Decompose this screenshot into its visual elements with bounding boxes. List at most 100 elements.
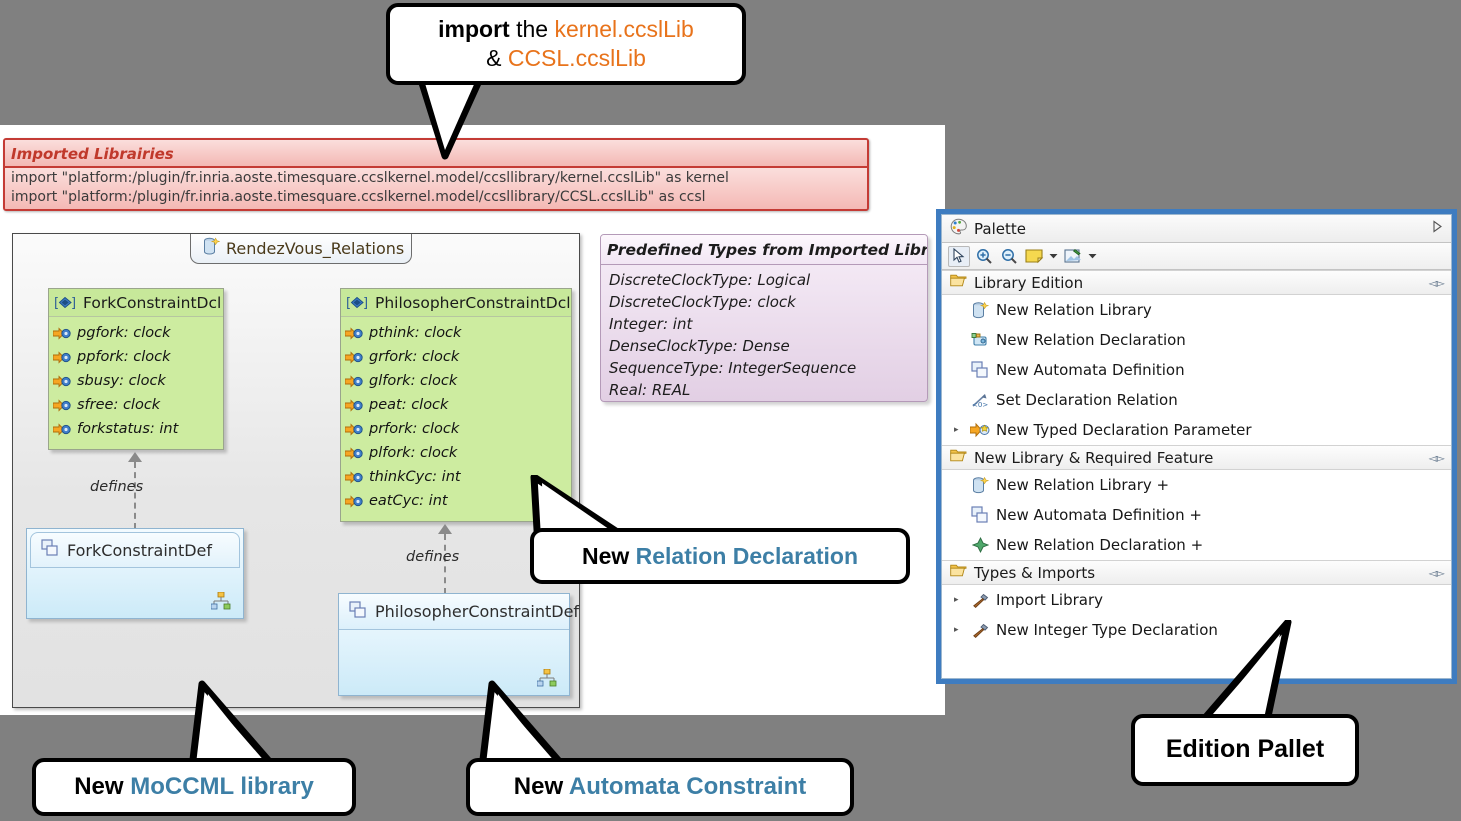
callout-import-part2: the <box>509 16 555 43</box>
automata-definition-icon <box>970 361 990 379</box>
automata-states-icon <box>536 668 557 687</box>
palette-icon <box>950 218 967 240</box>
predefined-type-row: DiscreteClockType: clock <box>609 293 796 311</box>
callout-moccml-library: New MoCCML library <box>32 758 356 816</box>
uml-attribute: prfork: clock <box>344 417 571 441</box>
diagram-tab-rendezvous-relations[interactable]: RendezVous_Relations <box>190 234 412 264</box>
set-declaration-relation-icon: <0> <box>970 391 990 409</box>
typed-parameter-icon <box>344 350 363 364</box>
palette-item-label: Import Library <box>996 591 1103 609</box>
palette-item-new-automata-definition[interactable]: New Automata Definition <box>942 355 1451 385</box>
expand-arrow-icon[interactable]: ▸ <box>954 625 959 635</box>
uml-class-fork-constraint-def[interactable]: ForkConstraintDef <box>26 528 244 619</box>
predefined-types-list: DiscreteClockType: Logical DiscreteClock… <box>601 265 927 401</box>
uml-class-name: PhilosopherConstraintDef <box>375 602 580 621</box>
uml-attribute-label: ppfork: clock <box>77 349 171 365</box>
palette-item-set-declaration-relation[interactable]: <0> Set Declaration Relation <box>942 385 1451 415</box>
folder-open-icon <box>950 563 967 582</box>
uml-attribute-label: sfree: clock <box>77 397 161 413</box>
chevron-down-icon[interactable] <box>1087 246 1098 266</box>
note-icon[interactable] <box>1023 246 1045 267</box>
folder-open-icon <box>950 273 967 292</box>
uml-attribute: peat: clock <box>344 393 571 417</box>
green-diamond-icon <box>970 536 990 554</box>
hammer-icon <box>970 621 990 639</box>
expand-arrow-icon[interactable]: ▸ <box>954 425 959 435</box>
note-pin-icon[interactable] <box>1062 246 1084 267</box>
uml-attribute: grfork: clock <box>344 345 571 369</box>
collapse-icon[interactable]: ◅▻ <box>1428 275 1446 290</box>
uml-attribute: glfork: clock <box>344 369 571 393</box>
uml-class-name: PhilosopherConstraintDcl <box>375 293 571 312</box>
palette-item-new-automata-definition-plus[interactable]: New Automata Definition + <box>942 500 1451 530</box>
palette-section-items: New Relation Library New Relation Declar… <box>942 295 1451 445</box>
predefined-type-row: DenseClockType: Dense <box>609 337 790 355</box>
uml-class-philosopher-constraint-def[interactable]: PhilosopherConstraintDef <box>338 593 579 696</box>
predefined-type-row: Integer: int <box>609 315 693 333</box>
callout-import-part1: import <box>438 16 510 43</box>
uml-attribute: sfree: clock <box>52 393 223 417</box>
imported-libraries-body: import "platform:/plugin/fr.inria.aoste.… <box>5 168 867 209</box>
uml-attribute: sbusy: clock <box>52 369 223 393</box>
callout-edition-pallet-text: Edition Pallet <box>1165 735 1325 764</box>
uml-attribute: forkstatus: int <box>52 417 223 441</box>
predefined-type-row: SequenceType: IntegerSequence <box>609 359 857 377</box>
uml-class-fork-constraint-dcl[interactable]: [ ] ForkConstraintDcl pgfork: clock p <box>48 288 224 450</box>
callout-reldecl-part1: New <box>581 542 636 569</box>
palette-item-import-library[interactable]: ▸ Import Library <box>942 585 1451 615</box>
palette-item-label: Set Declaration Relation <box>996 391 1178 409</box>
palette-section-types-imports[interactable]: Types & Imports ◅▻ <box>942 560 1451 585</box>
typed-parameter-icon <box>344 326 363 340</box>
palette-item-new-integer-type-declaration[interactable]: ▸ New Integer Type Declaration <box>942 615 1451 645</box>
palette-item-new-relation-declaration[interactable]: New Relation Declaration <box>942 325 1451 355</box>
relation-library-icon <box>970 301 990 319</box>
chevron-down-icon[interactable] <box>1048 246 1059 266</box>
uml-attribute-label: peat: clock <box>369 397 449 413</box>
blue-diamond-icon: [ ] <box>54 295 78 310</box>
collapse-icon[interactable]: ◅▻ <box>1428 450 1446 465</box>
uml-attribute-label: forkstatus: int <box>77 421 179 437</box>
collapse-icon[interactable]: ◅▻ <box>1428 565 1446 580</box>
uml-attribute-list: pthink: clock grfork: clock glfork: cloc… <box>341 317 571 517</box>
typed-parameter-icon <box>52 350 71 364</box>
callout-automata-constraint: New Automata Constraint <box>466 758 854 816</box>
uml-class-title: [ ] ForkConstraintDcl <box>49 289 223 317</box>
palette-item-label: New Typed Declaration Parameter <box>996 421 1252 439</box>
magnifier-minus-icon[interactable] <box>998 246 1020 267</box>
palette-section-label: Types & Imports <box>974 563 1096 582</box>
palette-section-label: New Library & Required Feature <box>974 448 1214 467</box>
uml-attribute: plfork: clock <box>344 441 571 465</box>
palette-item-new-relation-library[interactable]: New Relation Library <box>942 295 1451 325</box>
palette-header: Palette <box>942 215 1451 243</box>
predefined-type-row: Real: REAL <box>609 381 691 399</box>
svg-text:]: ] <box>363 296 368 310</box>
typed-parameter-icon <box>52 374 71 388</box>
palette-item-new-relation-library-plus[interactable]: New Relation Library + <box>942 470 1451 500</box>
magnifier-plus-icon[interactable] <box>973 246 995 267</box>
palette-section-new-library-required-feature[interactable]: New Library & Required Feature ◅▻ <box>942 445 1451 470</box>
palette-item-label: New Automata Definition + <box>996 506 1202 524</box>
callout-automata-part1: New <box>513 773 569 800</box>
cursor-arrow-icon[interactable] <box>948 245 970 267</box>
uml-class-title: ForkConstraintDef <box>30 532 240 568</box>
callout-tail-import <box>418 79 482 160</box>
typed-parameter-icon <box>344 398 363 412</box>
expand-arrow-icon[interactable]: ▸ <box>954 595 959 605</box>
palette-section-library-edition[interactable]: Library Edition ◅▻ <box>942 270 1451 295</box>
palette-section-items: New Relation Library + New Automata Defi… <box>942 470 1451 560</box>
typed-parameter-icon <box>52 398 71 412</box>
triangle-right-icon[interactable] <box>1431 219 1443 238</box>
imported-libraries-header: Imported Librairies <box>5 140 867 168</box>
callout-automata-part2: Automata Constraint <box>568 773 807 800</box>
relation-library-icon <box>970 476 990 494</box>
palette-item-new-typed-declaration-parameter[interactable]: ▸ New Typed Declaration Parameter <box>942 415 1451 445</box>
callout-import-part5: CCSL.ccslLib <box>507 45 646 71</box>
palette-item-new-relation-declaration-plus[interactable]: New Relation Declaration + <box>942 530 1451 560</box>
uml-class-title: PhilosopherConstraintDef <box>339 594 579 630</box>
callout-moccml-part2: MoCCML library <box>130 773 314 800</box>
imported-libraries-box[interactable]: Imported Librairies import "platform:/pl… <box>3 138 869 211</box>
generalization-arrow <box>128 452 142 462</box>
uml-attribute-label: glfork: clock <box>369 373 458 389</box>
typed-parameter-icon <box>344 422 363 436</box>
predefined-types-note[interactable]: Predefined Types from Imported Librairie… <box>600 234 928 402</box>
